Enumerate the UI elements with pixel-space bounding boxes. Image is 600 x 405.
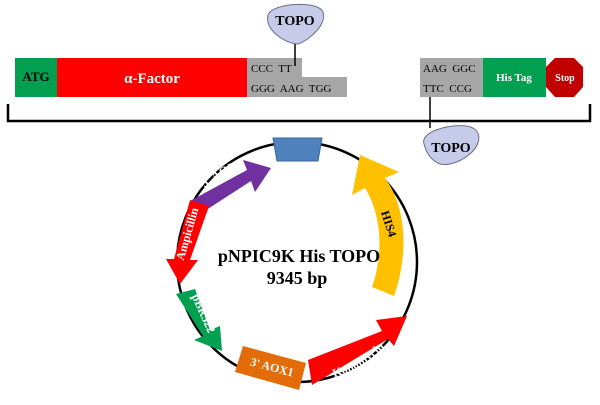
- left-seq-top: CCC TT: [251, 63, 292, 75]
- aox1-5prime-arrow: [190, 160, 271, 214]
- right-seq-bottom: TTC CCG: [423, 83, 472, 95]
- alpha-factor-box: [57, 58, 247, 97]
- stop-octagon: [546, 58, 583, 97]
- left-seq-bottom: GGG AAG TGG: [251, 83, 332, 95]
- aox1-3prime-block: [235, 346, 306, 390]
- alpha-factor-label: α-Factor: [124, 71, 180, 87]
- kanamycin-arrow: [308, 316, 407, 385]
- left-sequence-box: [247, 58, 347, 97]
- insert-site-block: [272, 137, 323, 162]
- plasmid-size: 9345 bp: [267, 268, 328, 288]
- map-bracket: [6, 104, 592, 123]
- stop-label: Stop: [555, 73, 575, 84]
- ampicillin-arrow: [166, 200, 209, 284]
- right-sequence-box: [420, 58, 483, 97]
- right-seq-top: AAG GGC: [423, 63, 476, 75]
- topo-top-label: TOPO: [275, 14, 315, 29]
- pbr322-arrow: [176, 289, 222, 351]
- atg-label: ATG: [22, 69, 49, 84]
- his4-arrow: [352, 155, 404, 296]
- his-tag-label: His Tag: [496, 72, 532, 84]
- plasmid-name: pNPIC9K His TOPO: [218, 246, 380, 266]
- atg-box: [15, 58, 57, 97]
- topo-bottom-shape: [423, 125, 480, 165]
- topo-bottom-label: TOPO: [431, 141, 471, 156]
- his-tag-box: [483, 58, 546, 97]
- topo-top-shape: [267, 3, 325, 45]
